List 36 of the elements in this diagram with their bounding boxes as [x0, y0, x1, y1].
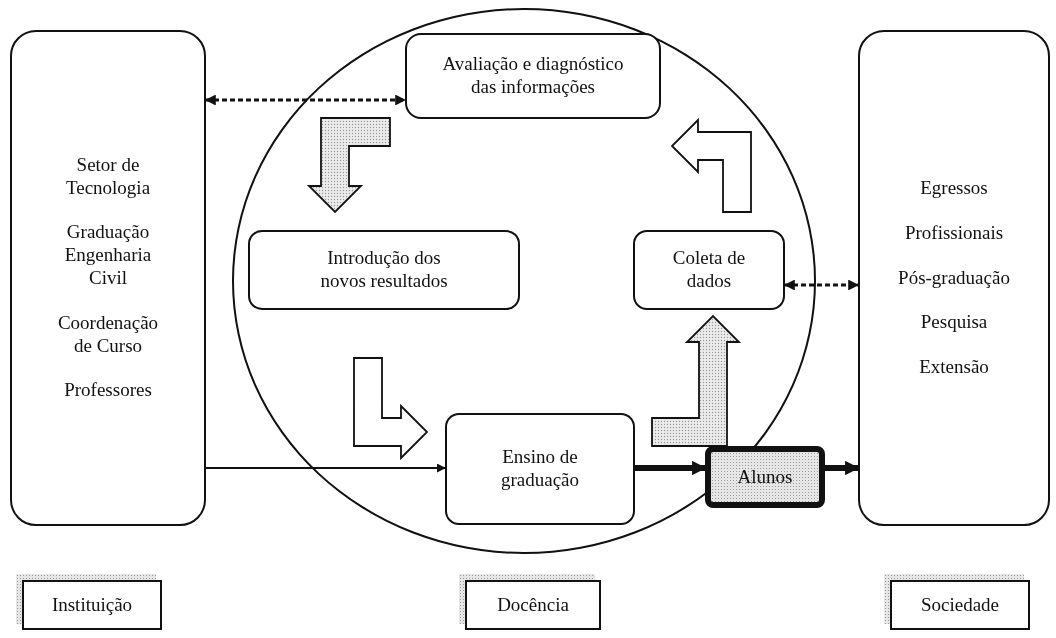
list-item: Professores: [63, 379, 153, 403]
category-label: Docência: [497, 593, 569, 617]
dotted-double-arrow: [204, 94, 407, 106]
dotted-double-arrow: [783, 279, 860, 291]
arrow: [205, 463, 446, 473]
list-item: Setor de Tecnologia: [64, 153, 152, 200]
process-box: [445, 413, 635, 525]
box-text: Alunos: [737, 465, 793, 489]
list-item: Graduação Engenharia Civil: [63, 221, 153, 290]
category-box: [465, 580, 601, 630]
block-arrow: [353, 357, 429, 461]
category-box: [890, 580, 1030, 630]
category-label: Instituição: [51, 593, 133, 617]
side-panel: [858, 30, 1050, 526]
box-text: Avaliação e diagnóstico das informações: [441, 53, 625, 99]
block-arrow: [670, 117, 752, 213]
arrow: [825, 460, 860, 476]
list-item: Extensão: [919, 356, 989, 379]
highlight-box: [705, 446, 825, 508]
list-item: Pesquisa: [920, 311, 988, 335]
category-label: Sociedade: [920, 593, 1000, 617]
process-box: [405, 33, 661, 119]
list-item: Egressos: [920, 177, 988, 200]
category-box: [22, 580, 162, 630]
arrow: [635, 460, 707, 476]
list-item: Profissionais: [904, 221, 1004, 245]
box-text: Ensino de graduação: [499, 446, 581, 492]
process-box: [633, 230, 785, 310]
list-item: Coordenação de Curso: [56, 311, 160, 358]
box-text: Coleta de dados: [671, 247, 747, 293]
process-box: [248, 230, 520, 310]
block-arrow: [306, 117, 391, 214]
block-arrow: [651, 314, 742, 447]
side-panel: [10, 30, 206, 526]
list-item: Pós-graduação: [898, 266, 1010, 290]
box-text: Introdução dos novos resultados: [319, 247, 449, 293]
